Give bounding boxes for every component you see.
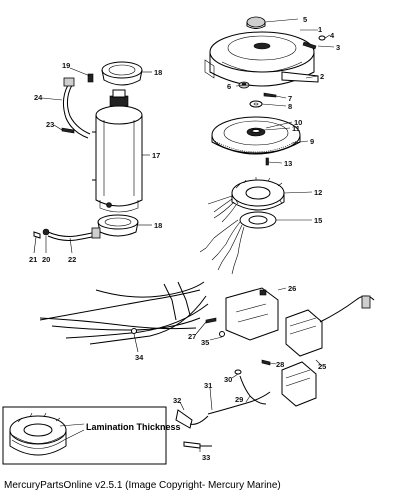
callout-5: 5	[303, 15, 307, 24]
callout-31: 31	[204, 381, 212, 390]
callout-7: 7	[288, 94, 292, 103]
cap-part-5	[246, 16, 266, 29]
callout-6: 6	[227, 82, 231, 91]
callout-12: 12	[314, 188, 322, 197]
copyright-caption: MercuryPartsOnline v2.5.1 (Image Copyrig…	[4, 480, 281, 491]
washer-part-35	[219, 331, 225, 337]
switch-box-part-25-lower	[281, 361, 317, 407]
cable-part-22	[47, 227, 101, 241]
callout-10: 10	[294, 118, 302, 127]
cover-part-18-top	[101, 61, 143, 86]
flywheel-cover-part	[204, 31, 315, 87]
callout-13: 13	[284, 159, 292, 168]
spark-boot-part-32	[175, 409, 209, 429]
stator-part-12	[207, 177, 285, 223]
spark-plug-part-33	[183, 441, 212, 449]
bolt-part-23	[61, 127, 75, 134]
callout-27: 27	[188, 332, 196, 341]
starter-motor-part-17	[92, 89, 143, 213]
callout-23: 23	[46, 120, 54, 129]
callout-33: 33	[202, 453, 210, 462]
callout-15: 15	[314, 216, 322, 225]
leader-lines	[33, 18, 335, 452]
lamination-inset: Lamination Thickness	[2, 406, 181, 465]
callout-32: 32	[173, 396, 181, 405]
callout-26: 26	[288, 284, 296, 293]
flywheel-part-9	[211, 116, 301, 155]
pin-part-13	[265, 157, 269, 166]
callout-22: 22	[68, 255, 76, 264]
callout-4: 4	[330, 31, 335, 40]
callout-20: 20	[42, 255, 50, 264]
wire-part-29	[239, 375, 267, 405]
callout-18-top: 18	[154, 68, 162, 77]
callout-numbers: 5 1 4 3 2 6 7 8 10 11 9 13 12 15 18 19 1…	[29, 15, 340, 462]
lamination-thickness-label: Lamination Thickness	[86, 422, 181, 432]
screw-part-3	[302, 41, 317, 50]
callout-29: 29	[235, 395, 243, 404]
callout-9: 9	[310, 137, 314, 146]
bracket-part-26	[225, 287, 279, 341]
callout-17: 17	[152, 151, 160, 160]
callout-28: 28	[276, 360, 284, 369]
wire-harness-part-34	[39, 281, 209, 345]
washer-part-7	[263, 92, 277, 98]
switch-box-part-25-upper	[285, 295, 375, 357]
callout-18-bottom: 18	[154, 221, 162, 230]
callout-21: 21	[29, 255, 37, 264]
callout-35: 35	[201, 338, 209, 347]
callout-34: 34	[135, 353, 144, 362]
bracket-part-2	[281, 71, 319, 83]
callout-1: 1	[318, 25, 322, 34]
callout-8: 8	[288, 102, 292, 111]
screw-part-19	[87, 73, 94, 83]
cover-part-18-bottom	[97, 214, 139, 237]
screw-part-28	[261, 359, 271, 366]
washer-part-4	[318, 35, 326, 41]
nut-part-6	[238, 81, 250, 89]
callout-30: 30	[224, 375, 232, 384]
callout-25: 25	[318, 362, 326, 371]
ht-lead-part-31	[207, 391, 271, 415]
washer-part-21	[33, 231, 41, 239]
callout-11: 11	[292, 124, 300, 133]
trigger-part-15	[199, 211, 277, 275]
callout-19: 19	[62, 61, 70, 70]
lamination-ring-illustration	[9, 412, 67, 456]
washer-part-8	[249, 100, 263, 108]
washer-part-30	[234, 369, 242, 375]
callout-24: 24	[34, 93, 43, 102]
nut-part-20	[42, 228, 50, 236]
callout-3: 3	[336, 43, 340, 52]
cable-part-24	[62, 77, 91, 139]
callout-2: 2	[320, 72, 324, 81]
screw-part-27	[205, 317, 217, 324]
